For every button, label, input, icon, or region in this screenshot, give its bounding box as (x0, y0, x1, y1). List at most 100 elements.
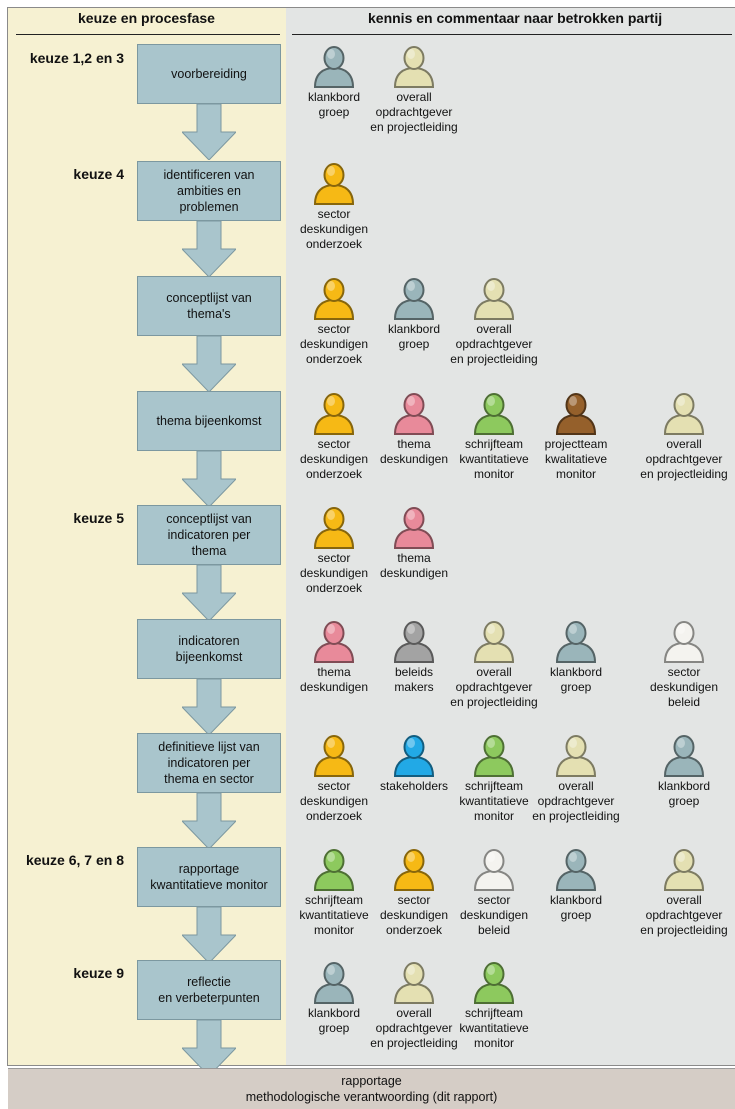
process-box: voorbereiding (137, 44, 281, 104)
party-label: beleids makers (394, 665, 434, 694)
party-label: klankbord groep (549, 665, 603, 694)
party-label: sector deskundigen beleid (459, 893, 529, 937)
party-label: overall opdrachtgever en projectleiding (640, 437, 728, 481)
person-icon (313, 393, 355, 435)
party-actor: overall opdrachtgever en projectleiding (364, 960, 464, 1051)
process-box: thema bijeenkomst (137, 391, 281, 451)
party-label: overall opdrachtgever en projectleiding (532, 779, 620, 823)
party-actor: sector deskundigen onderzoek (284, 733, 384, 824)
party-label: overall opdrachtgever en projectleiding (450, 665, 538, 709)
process-box: indicatoren bijeenkomst (137, 619, 281, 679)
party-actor: klankbord groep (526, 847, 626, 923)
process-box: reflectie en verbeterpunten (137, 960, 281, 1020)
person-icon (313, 849, 355, 891)
process-box: conceptlijst van thema's (137, 276, 281, 336)
keuze-label: keuze 5 (73, 510, 124, 526)
process-box: definitieve lijst van indicatoren per th… (137, 733, 281, 793)
party-actor: sector deskundigen onderzoek (364, 847, 464, 938)
party-actor: beleids makers (364, 619, 464, 695)
process-box: rapportage kwantitatieve monitor (137, 847, 281, 907)
party-actor: overall opdrachtgever en projectleiding (526, 733, 626, 824)
person-icon (473, 393, 515, 435)
party-actor: projectteam kwalitatieve monitor (526, 391, 626, 482)
party-label: klankbord groep (549, 893, 603, 922)
party-label: projectteam kwalitatieve monitor (544, 437, 608, 481)
party-label: schrijfteam kwantitatieve monitor (459, 1006, 529, 1050)
person-icon (313, 163, 355, 205)
person-icon (663, 735, 705, 777)
flow-arrow (182, 679, 236, 735)
person-icon (473, 962, 515, 1004)
keuze-label: keuze 1,2 en 3 (29, 50, 124, 66)
person-icon (555, 735, 597, 777)
party-actor: thema deskundigen (364, 391, 464, 467)
party-label: sector deskundigen onderzoek (299, 779, 369, 823)
party-label: schrijfteam kwantitatieve monitor (459, 779, 529, 823)
right-header-rule (292, 34, 732, 35)
party-label: schrijfteam kwantitatieve monitor (299, 893, 369, 937)
right-column-title: kennis en commentaar naar betrokken part… (368, 10, 663, 26)
party-label: sector deskundigen onderzoek (299, 322, 369, 366)
person-icon (393, 735, 435, 777)
person-icon (555, 849, 597, 891)
party-actor: sector deskundigen onderzoek (284, 391, 384, 482)
person-icon (663, 621, 705, 663)
person-icon (393, 621, 435, 663)
party-label: schrijfteam kwantitatieve monitor (459, 437, 529, 481)
party-actor: thema deskundigen (364, 505, 464, 581)
person-icon (313, 621, 355, 663)
person-icon (473, 849, 515, 891)
person-icon (313, 735, 355, 777)
party-actor: stakeholders (364, 733, 464, 794)
party-label: stakeholders (379, 779, 449, 793)
party-actor: sector deskundigen beleid (444, 847, 544, 938)
flow-arrow (182, 793, 236, 849)
flow-arrow (182, 907, 236, 963)
party-actor: klankbord groep (284, 960, 384, 1036)
party-actor: sector deskundigen beleid (634, 619, 734, 710)
person-icon (313, 46, 355, 88)
person-icon (393, 507, 435, 549)
footer-line-2: methodologische verantwoording (dit rapp… (245, 1090, 498, 1104)
party-actor: sector deskundigen onderzoek (284, 161, 384, 252)
flow-arrow (182, 451, 236, 507)
keuze-label: keuze 6, 7 en 8 (25, 852, 124, 868)
party-actor: sector deskundigen onderzoek (284, 276, 384, 367)
party-actor: overall opdrachtgever en projectleiding (364, 44, 464, 135)
party-label: overall opdrachtgever en projectleiding (370, 1006, 458, 1050)
keuze-label: keuze 9 (73, 965, 124, 981)
party-actor: overall opdrachtgever en projectleiding (444, 276, 544, 367)
person-icon (555, 621, 597, 663)
party-actor: overall opdrachtgever en projectleiding (634, 391, 734, 482)
person-icon (313, 278, 355, 320)
footer-bar: rapportage methodologische verantwoordin… (8, 1068, 735, 1109)
person-icon (313, 962, 355, 1004)
party-label: overall opdrachtgever en projectleiding (450, 322, 538, 366)
footer-line-1: rapportage (341, 1074, 402, 1088)
person-icon (393, 849, 435, 891)
party-label: klankbord groep (307, 1006, 361, 1035)
person-icon (393, 278, 435, 320)
party-actor: overall opdrachtgever en projectleiding (634, 847, 734, 938)
person-icon (473, 735, 515, 777)
party-label: sector deskundigen onderzoek (379, 893, 449, 937)
party-actor: klankbord groep (284, 44, 384, 120)
person-icon (313, 507, 355, 549)
party-actor: schrijfteam kwantitatieve monitor (284, 847, 384, 938)
party-actor: sector deskundigen onderzoek (284, 505, 384, 596)
party-actor: schrijfteam kwantitatieve monitor (444, 733, 544, 824)
party-actor: klankbord groep (364, 276, 464, 352)
party-label: klankbord groep (657, 779, 711, 808)
party-label: sector deskundigen onderzoek (299, 437, 369, 481)
flow-arrow (182, 1020, 236, 1076)
person-icon (473, 278, 515, 320)
party-label: klankbord groep (307, 90, 361, 119)
left-header-rule (16, 34, 280, 35)
person-icon (393, 962, 435, 1004)
party-label: klankbord groep (387, 322, 441, 351)
party-label: thema deskundigen (299, 665, 369, 694)
person-icon (663, 393, 705, 435)
person-icon (393, 393, 435, 435)
party-actor: thema deskundigen (284, 619, 384, 695)
